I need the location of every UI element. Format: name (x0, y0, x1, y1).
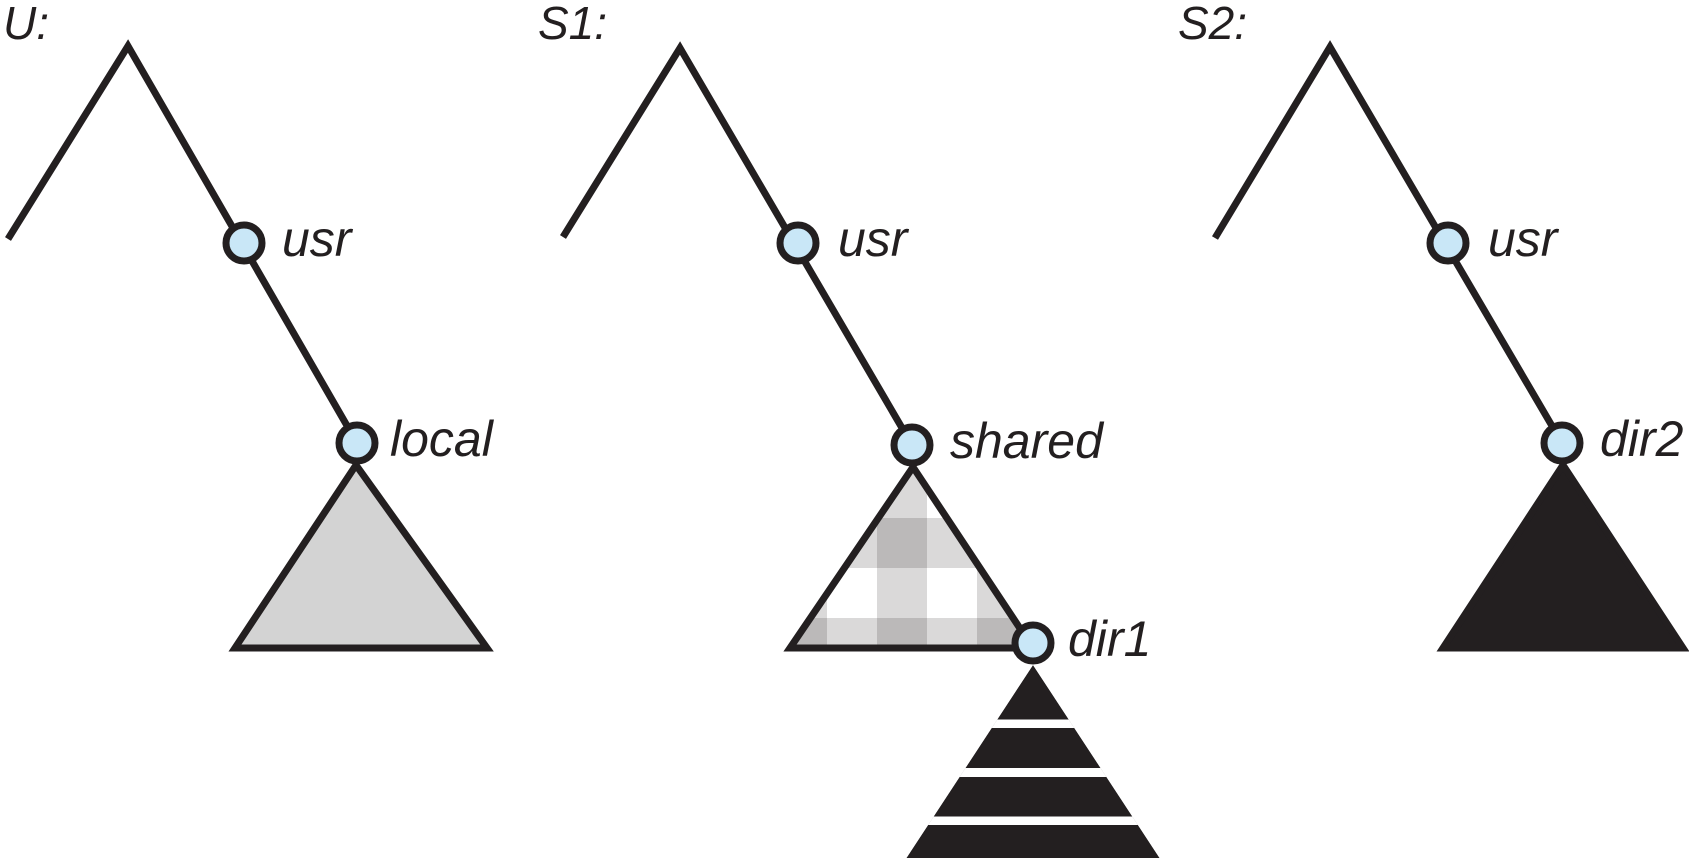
tree-u-label: U: (3, 0, 49, 49)
s1-usr-node-circle (776, 221, 820, 265)
u-usr-node-circle (222, 221, 266, 265)
local-subtree-gray-triangle (228, 458, 494, 652)
s1-shared-node-label: shared (950, 413, 1105, 469)
u-usr-node-label: usr (282, 211, 354, 267)
tree-s1: S1: usr shared dir1 (538, 0, 1174, 858)
s1-dir1-node-label: dir1 (1068, 611, 1151, 667)
dir1-subtree-striped-triangle (892, 665, 1174, 858)
tree-s2-branch-lines (1212, 40, 1566, 445)
tree-s1-label: S1: (538, 0, 607, 49)
dir2-subtree-black-triangle (1436, 458, 1689, 652)
tree-s2: S2: usr dir2 (1178, 0, 1689, 652)
s2-usr-node-circle (1426, 221, 1470, 265)
tree-u: U: usr local (3, 0, 495, 652)
shared-subtree-plaid-triangle (783, 460, 1040, 652)
s2-dir2-node-label: dir2 (1600, 411, 1684, 467)
u-local-node-label: local (390, 411, 495, 467)
tree-u-branch-lines (5, 39, 361, 445)
s1-usr-node-label: usr (838, 211, 910, 267)
stripe-gap-2 (892, 768, 1174, 777)
tree-s2-label: S2: (1178, 0, 1247, 49)
s1-dir1-node-circle (1011, 621, 1055, 665)
s2-dir2-node-circle (1540, 421, 1584, 465)
dir1-striped-triangle-fill (892, 665, 1174, 858)
stripe-gap-1 (892, 719, 1174, 728)
tree-s1-branch-lines (560, 41, 916, 447)
s2-usr-node-label: usr (1488, 211, 1560, 267)
u-local-node-circle (335, 421, 379, 465)
stripe-gap-3 (892, 816, 1174, 825)
s1-shared-node-circle (890, 423, 934, 467)
